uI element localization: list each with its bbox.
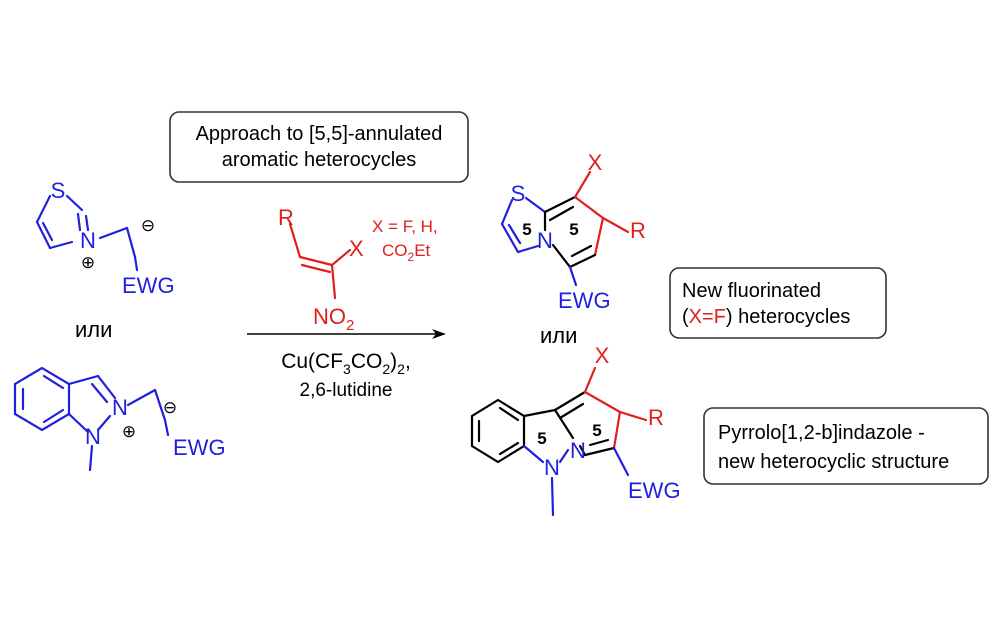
pyrrolo-box: Pyrrolo[1,2-b]indazole - new heterocycli… — [703, 407, 989, 485]
reagent-R: R — [278, 205, 294, 230]
product1-ring1: 5 — [522, 220, 531, 239]
product2-N2: N — [570, 438, 586, 463]
thiazolium-minus: ⊖ — [141, 216, 155, 235]
indazolium-EWG: EWG — [173, 435, 226, 460]
product2-X: X — [595, 343, 610, 368]
conditions-base: 2,6-lutidine — [300, 380, 393, 401]
reagent-NO2: NO2 — [313, 304, 354, 334]
conditions-catalyst: Cu(CF3CO2)2, — [281, 350, 411, 377]
thiazolium-N: N — [80, 228, 96, 253]
nitroalkene-reagent: R X NO2 X = F, H, CO2Et — [278, 205, 438, 334]
thiazolium-EWG: EWG — [122, 273, 175, 298]
product1-N: N — [537, 228, 553, 253]
fluorinated-line2: (X=F) heterocycles — [682, 306, 850, 328]
product2-ring2: 5 — [592, 421, 601, 440]
product2-EWG: EWG — [628, 478, 681, 503]
product2-N1: N — [544, 455, 560, 480]
thiazolium-S: S — [51, 178, 66, 203]
reaction-arrow — [247, 329, 446, 339]
thiazolium-plus: ⊕ — [81, 253, 95, 272]
fluorinated-box: New fluorinated (X=F) heterocycles — [669, 267, 887, 339]
or-label-right: или — [540, 323, 577, 348]
pyrroloindazole-product: N N 5 5 X R EWG — [470, 343, 681, 517]
indazolium-minus: ⊖ — [163, 398, 177, 417]
reagent-x-options-line2: CO2Et — [382, 241, 431, 264]
reagent-X: X — [349, 236, 364, 261]
approach-box: Approach to [5,5]-annulated aromatic het… — [169, 111, 469, 183]
approach-line1: Approach to [5,5]-annulated — [196, 123, 443, 145]
product1-R: R — [630, 218, 646, 243]
reagent-x-options-line1: X = F, H, — [372, 217, 438, 236]
product2-R: R — [648, 405, 664, 430]
product1-X: X — [588, 150, 603, 175]
indazolium-N1: N — [85, 424, 101, 449]
pyrrolo-line1: Pyrrolo[1,2-b]indazole - — [718, 422, 925, 444]
thiazolium-ylide: S N ⊕ ⊖ EWG — [35, 178, 175, 298]
indazolium-ylide: N N ⊕ ⊖ EWG — [13, 366, 226, 472]
product2-ring1: 5 — [537, 429, 546, 448]
product1-EWG: EWG — [558, 288, 611, 313]
or-label-left: или — [75, 317, 112, 342]
indazolium-N2: N — [112, 395, 128, 420]
fluorinated-line1: New fluorinated — [682, 280, 821, 302]
product1-ring2: 5 — [569, 220, 578, 239]
pyrrolo-line2: new heterocyclic structure — [718, 451, 949, 473]
pyrrolothiazole-product: S N 5 5 X R EWG — [500, 150, 646, 313]
indazolium-plus: ⊕ — [122, 422, 136, 441]
approach-line2: aromatic heterocycles — [222, 149, 417, 171]
product1-S: S — [511, 181, 526, 206]
